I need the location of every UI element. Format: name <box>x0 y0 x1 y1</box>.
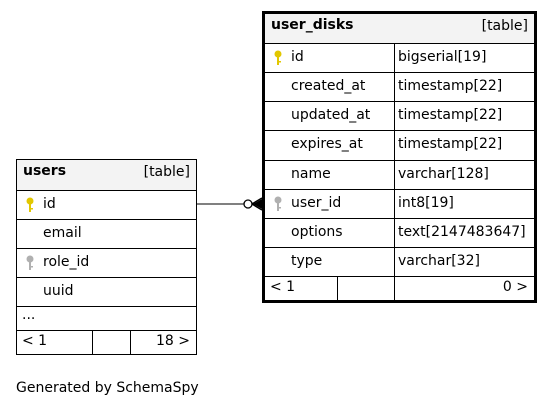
column-name: user_id <box>291 195 342 211</box>
user-disks-table-footer: < 1 0 > <box>265 277 534 300</box>
table-type-label: [table] <box>143 164 190 180</box>
column-name: id <box>43 196 56 212</box>
more-columns-row: ... <box>17 307 196 331</box>
column-name: updated_at <box>291 107 371 123</box>
users-table[interactable]: users [table] id email role_id uuid ... … <box>16 159 197 355</box>
primary-key-icon <box>26 197 34 212</box>
table-name: users <box>23 163 67 179</box>
column-row-uuid[interactable]: uuid <box>17 278 196 307</box>
column-name: expires_at <box>291 136 363 152</box>
column-row-options[interactable]: options text[2147483647] <box>265 219 534 248</box>
user-disks-table-header[interactable]: user_disks [table] <box>265 14 534 44</box>
users-table-header[interactable]: users [table] <box>17 160 196 191</box>
column-type: text[2147483647] <box>398 224 526 240</box>
column-row-user-id[interactable]: user_id int8[19] <box>265 190 534 219</box>
column-name: email <box>43 225 82 241</box>
parents-count[interactable]: < 1 <box>270 279 296 295</box>
column-type: bigserial[19] <box>398 49 487 65</box>
column-name: created_at <box>291 78 366 94</box>
column-row-role-id[interactable]: role_id <box>17 249 196 278</box>
column-row-id[interactable]: id <box>17 191 196 220</box>
column-type: timestamp[22] <box>398 136 503 152</box>
column-name: type <box>291 253 323 269</box>
column-name: name <box>291 166 331 182</box>
crows-foot-marker <box>251 197 263 211</box>
table-type-label: [table] <box>481 18 528 34</box>
column-name: role_id <box>43 254 90 270</box>
column-type: timestamp[22] <box>398 78 503 94</box>
user-disks-table[interactable]: user_disks [table] id bigserial[19] crea… <box>262 11 537 303</box>
column-row-id[interactable]: id bigserial[19] <box>265 44 534 73</box>
generator-credit: Generated by SchemaSpy <box>16 380 199 396</box>
users-table-footer: < 1 18 > <box>17 331 196 354</box>
children-count[interactable]: 18 > <box>156 333 190 349</box>
zero-optionality-marker <box>243 199 253 209</box>
foreign-key-icon <box>26 255 34 270</box>
foreign-key-icon <box>274 196 282 211</box>
column-row-expires-at[interactable]: expires_at timestamp[22] <box>265 131 534 161</box>
table-name: user_disks <box>271 17 354 33</box>
children-count[interactable]: 0 > <box>502 279 528 295</box>
column-name: id <box>291 49 304 65</box>
column-type: varchar[128] <box>398 166 489 182</box>
column-name: uuid <box>43 283 74 299</box>
parents-count[interactable]: < 1 <box>22 333 48 349</box>
column-name: options <box>291 224 343 240</box>
column-row-name[interactable]: name varchar[128] <box>265 161 534 190</box>
more-columns-ellipsis: ... <box>22 307 36 323</box>
primary-key-icon <box>274 50 282 65</box>
column-type: timestamp[22] <box>398 107 503 123</box>
column-type: varchar[32] <box>398 253 480 269</box>
column-type: int8[19] <box>398 195 454 211</box>
column-row-type[interactable]: type varchar[32] <box>265 248 534 277</box>
column-row-created-at[interactable]: created_at timestamp[22] <box>265 73 534 102</box>
column-row-email[interactable]: email <box>17 220 196 249</box>
column-row-updated-at[interactable]: updated_at timestamp[22] <box>265 102 534 131</box>
